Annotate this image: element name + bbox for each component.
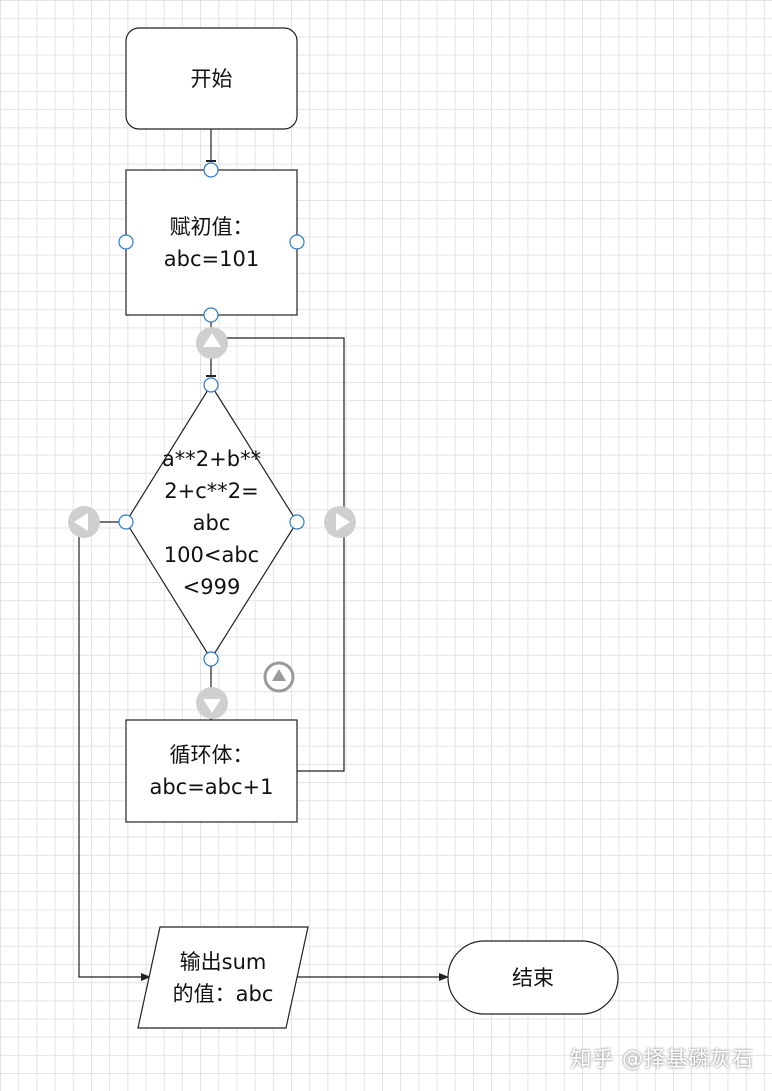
end-node[interactable] (447, 940, 619, 1015)
connection-point[interactable] (203, 162, 219, 178)
condition-line: abc (192, 511, 231, 535)
output-label-line1: 输出sum (179, 949, 267, 974)
init-label-line1: 赋初值： (169, 214, 254, 239)
condition-line: <999 (182, 575, 241, 599)
start-label-box: 开始 (126, 28, 297, 129)
output-label-box: 输出sum 的值：abc (140, 927, 306, 1028)
loop-body-label-line2: abc=abc+1 (149, 775, 274, 799)
connection-point[interactable] (203, 377, 219, 393)
direction-handle-left-icon[interactable] (68, 506, 100, 538)
end-label: 结束 (512, 965, 554, 990)
direction-handle-right-icon[interactable] (324, 506, 356, 538)
loop-body-label-box: 循环体： abc=abc+1 (126, 720, 297, 822)
connection-point[interactable] (289, 514, 305, 530)
condition-label-box: a**2+b** 2+c**2= abc 100<abc <999 (126, 443, 297, 603)
start-node[interactable] (125, 27, 298, 130)
init-label-box: 赋初值： abc=101 (126, 170, 297, 315)
init-label-line2: abc=101 (163, 246, 260, 271)
connection-point[interactable] (203, 307, 219, 323)
end-label-box: 结束 (448, 941, 618, 1014)
connector-loop-back[interactable] (222, 337, 345, 772)
connection-point[interactable] (118, 514, 134, 530)
output-node[interactable] (137, 926, 309, 1029)
connector-condition-to-output[interactable] (78, 521, 151, 981)
condition-line: 100<abc (163, 543, 260, 567)
connection-point[interactable] (118, 234, 134, 250)
connection-point[interactable] (203, 651, 219, 667)
condition-line: a**2+b** (161, 447, 262, 471)
connection-point[interactable] (289, 234, 305, 250)
direction-handle-up-icon[interactable] (196, 327, 228, 359)
rotate-up-icon[interactable] (263, 661, 295, 693)
condition-line: 2+c**2= (164, 479, 259, 503)
init-node[interactable] (125, 169, 298, 316)
output-label-line2: 的值：abc (172, 981, 274, 1006)
direction-handle-down-icon[interactable] (196, 687, 228, 719)
start-label: 开始 (190, 66, 233, 91)
loop-body-label-line1: 循环体： (169, 743, 254, 767)
watermark: 知乎 @择基磷灰石 (570, 1047, 754, 1071)
connection-points (118, 162, 305, 667)
loop-body-node[interactable] (125, 719, 298, 823)
connectors (78, 129, 449, 981)
